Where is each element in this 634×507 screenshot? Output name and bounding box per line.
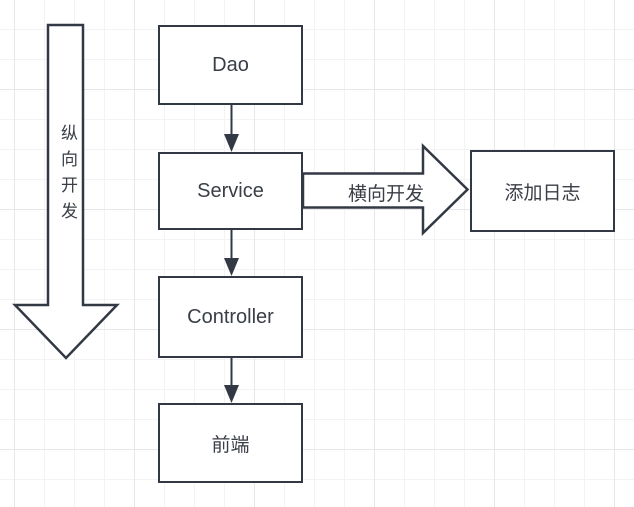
node-frontend-label: 前端 — [211, 434, 250, 456]
node-service-label: Service — [197, 179, 264, 202]
connector-controller-frontend-arrowhead — [224, 385, 239, 403]
node-add-log-label: 添加日志 — [504, 182, 581, 204]
horizontal-development-arrow-label: 横向开发 — [347, 184, 424, 205]
vertical-development-arrow-label: 纵向开发 — [58, 124, 77, 228]
connector-service-controller-arrowhead — [224, 258, 239, 276]
horizontal-development-arrow[interactable] — [301, 143, 470, 236]
node-controller[interactable]: Controller — [158, 276, 303, 358]
node-add-log[interactable]: 添加日志 — [470, 150, 615, 232]
node-service[interactable]: Service — [158, 152, 303, 230]
node-dao[interactable]: Dao — [158, 25, 303, 105]
vertical-development-arrow[interactable] — [12, 23, 120, 360]
node-frontend[interactable]: 前端 — [158, 403, 303, 483]
connector-dao-service-arrowhead — [224, 134, 239, 152]
node-dao-label: Dao — [212, 53, 249, 76]
node-controller-label: Controller — [187, 305, 274, 328]
